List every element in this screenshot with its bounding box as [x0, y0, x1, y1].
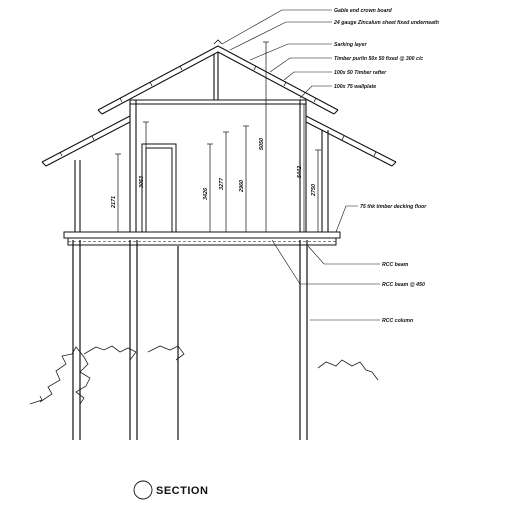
callout-leaders-top: [221, 9, 332, 99]
dim-label: 3277: [219, 177, 225, 190]
dim-label: 2960: [239, 180, 245, 193]
callout-label: 100x 50 Timber rafter: [334, 70, 387, 76]
door-opening: [141, 143, 177, 233]
dimension-lines: [115, 41, 321, 232]
section-title-text: SECTION: [156, 485, 208, 497]
rcc-columns: [72, 240, 308, 440]
callout-label: Sarking layer: [334, 42, 368, 48]
section-marker-circle: [133, 480, 153, 500]
floor-structure: [63, 231, 341, 246]
callout-label: Gable end crown board: [334, 8, 392, 14]
callout-label: 100x 75 wallplate: [334, 84, 376, 90]
dim-label: 2750: [311, 184, 317, 197]
vegetation-right: [317, 359, 379, 381]
roof-purlins: [59, 65, 377, 157]
dim-label: 5442: [297, 166, 303, 178]
dim-label: 5050: [259, 138, 265, 150]
callout-label: RCC beam @ 450: [382, 282, 425, 288]
vegetation-left: [29, 345, 185, 405]
dim-label: 2171: [111, 196, 117, 209]
walls: [74, 99, 329, 232]
callout-leaders-right: [271, 205, 380, 321]
callouts-top: Gable end crown board 24 gauge Zincalum …: [333, 8, 439, 90]
callouts-right: 75 thk timber decking floor RCC beam RCC…: [360, 204, 427, 324]
callout-label: Timber purlin 50x 50 fixed @ 300 c/c: [334, 56, 423, 62]
callout-label: 24 gauge Zincalum sheet fixed underneath: [333, 20, 439, 26]
callout-label: RCC column: [382, 318, 413, 324]
dim-label: 3426: [203, 187, 209, 200]
section-title: SECTION: [133, 480, 208, 500]
callout-label: 75 thk timber decking floor: [360, 204, 427, 210]
dim-label: 3053: [139, 176, 145, 188]
dimension-labels: 2171 3053 3426 3277 2960 5050 5442 2750: [111, 138, 317, 209]
callout-label: RCC beam: [382, 262, 409, 268]
roof: [41, 39, 397, 167]
